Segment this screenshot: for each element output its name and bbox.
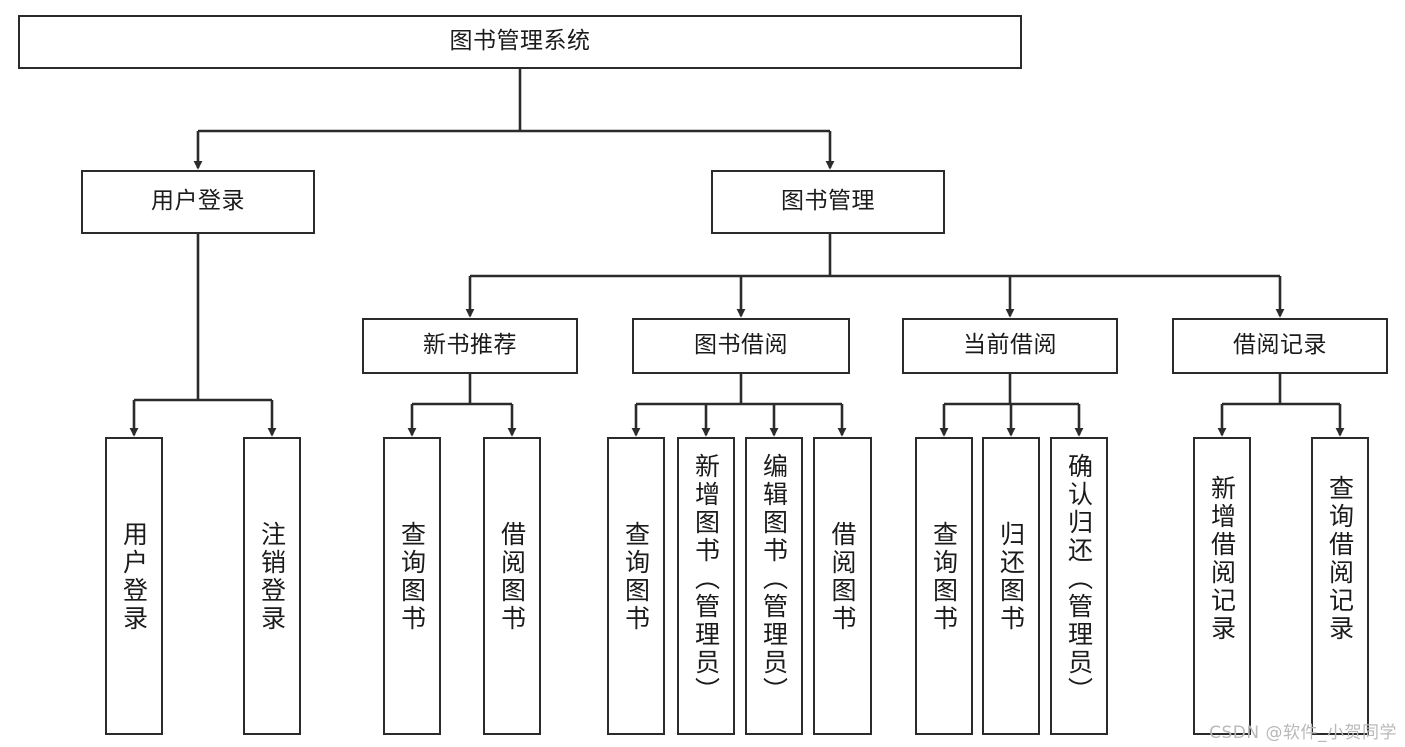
node-leaf-confirm-return-label: 确认归还（管理员） bbox=[1064, 453, 1094, 705]
node-book-manage[interactable]: 图书管理 bbox=[711, 170, 945, 234]
node-leaf-return-book[interactable]: 归还图书 bbox=[982, 437, 1040, 735]
node-leaf-borrow-book-2[interactable]: 借阅图书 bbox=[813, 437, 872, 735]
node-borrow-record[interactable]: 借阅记录 bbox=[1172, 318, 1388, 374]
node-current-borrow-label: 当前借阅 bbox=[963, 332, 1057, 359]
node-leaf-query-book-3[interactable]: 查询图书 bbox=[915, 437, 973, 735]
node-book-borrow[interactable]: 图书借阅 bbox=[632, 318, 850, 374]
node-root-label: 图书管理系统 bbox=[449, 28, 591, 55]
node-new-book-recommend[interactable]: 新书推荐 bbox=[362, 318, 578, 374]
node-leaf-add-record-label: 新增借阅记录 bbox=[1207, 475, 1237, 643]
node-current-borrow[interactable]: 当前借阅 bbox=[902, 318, 1118, 374]
node-user-login[interactable]: 用户登录 bbox=[81, 170, 315, 234]
node-leaf-query-book-2[interactable]: 查询图书 bbox=[607, 437, 665, 735]
node-book-borrow-label: 图书借阅 bbox=[694, 332, 788, 359]
node-leaf-user-login[interactable]: 用户登录 bbox=[105, 437, 163, 735]
node-leaf-add-record[interactable]: 新增借阅记录 bbox=[1193, 437, 1251, 735]
node-leaf-edit-book[interactable]: 编辑图书（管理员） bbox=[745, 437, 803, 735]
node-leaf-query-book-1-label: 查询图书 bbox=[397, 521, 427, 633]
node-leaf-return-book-label: 归还图书 bbox=[996, 521, 1026, 633]
node-leaf-query-book-3-label: 查询图书 bbox=[929, 521, 959, 633]
node-leaf-confirm-return[interactable]: 确认归还（管理员） bbox=[1050, 437, 1108, 735]
node-leaf-borrow-book-1-label: 借阅图书 bbox=[497, 521, 527, 633]
node-leaf-logout-login[interactable]: 注销登录 bbox=[243, 437, 301, 735]
node-leaf-add-book[interactable]: 新增图书（管理员） bbox=[677, 437, 735, 735]
node-leaf-borrow-book-2-label: 借阅图书 bbox=[828, 521, 857, 633]
csdn-watermark: CSDN @软件_小贺同学 bbox=[1209, 723, 1397, 743]
node-leaf-logout-login-label: 注销登录 bbox=[257, 521, 287, 633]
node-leaf-user-login-label: 用户登录 bbox=[119, 521, 149, 633]
node-new-book-recommend-label: 新书推荐 bbox=[423, 332, 517, 359]
node-leaf-add-book-label: 新增图书（管理员） bbox=[691, 453, 721, 705]
node-borrow-record-label: 借阅记录 bbox=[1233, 332, 1327, 359]
node-root[interactable]: 图书管理系统 bbox=[18, 15, 1022, 69]
node-leaf-borrow-book-1[interactable]: 借阅图书 bbox=[483, 437, 541, 735]
node-leaf-query-book-2-label: 查询图书 bbox=[621, 521, 651, 633]
node-leaf-edit-book-label: 编辑图书（管理员） bbox=[759, 453, 789, 705]
node-leaf-query-book-1[interactable]: 查询图书 bbox=[383, 437, 441, 735]
node-leaf-query-record[interactable]: 查询借阅记录 bbox=[1311, 437, 1369, 735]
node-leaf-query-record-label: 查询借阅记录 bbox=[1325, 475, 1355, 643]
node-user-login-label: 用户登录 bbox=[151, 188, 245, 215]
node-book-manage-label: 图书管理 bbox=[781, 188, 875, 215]
